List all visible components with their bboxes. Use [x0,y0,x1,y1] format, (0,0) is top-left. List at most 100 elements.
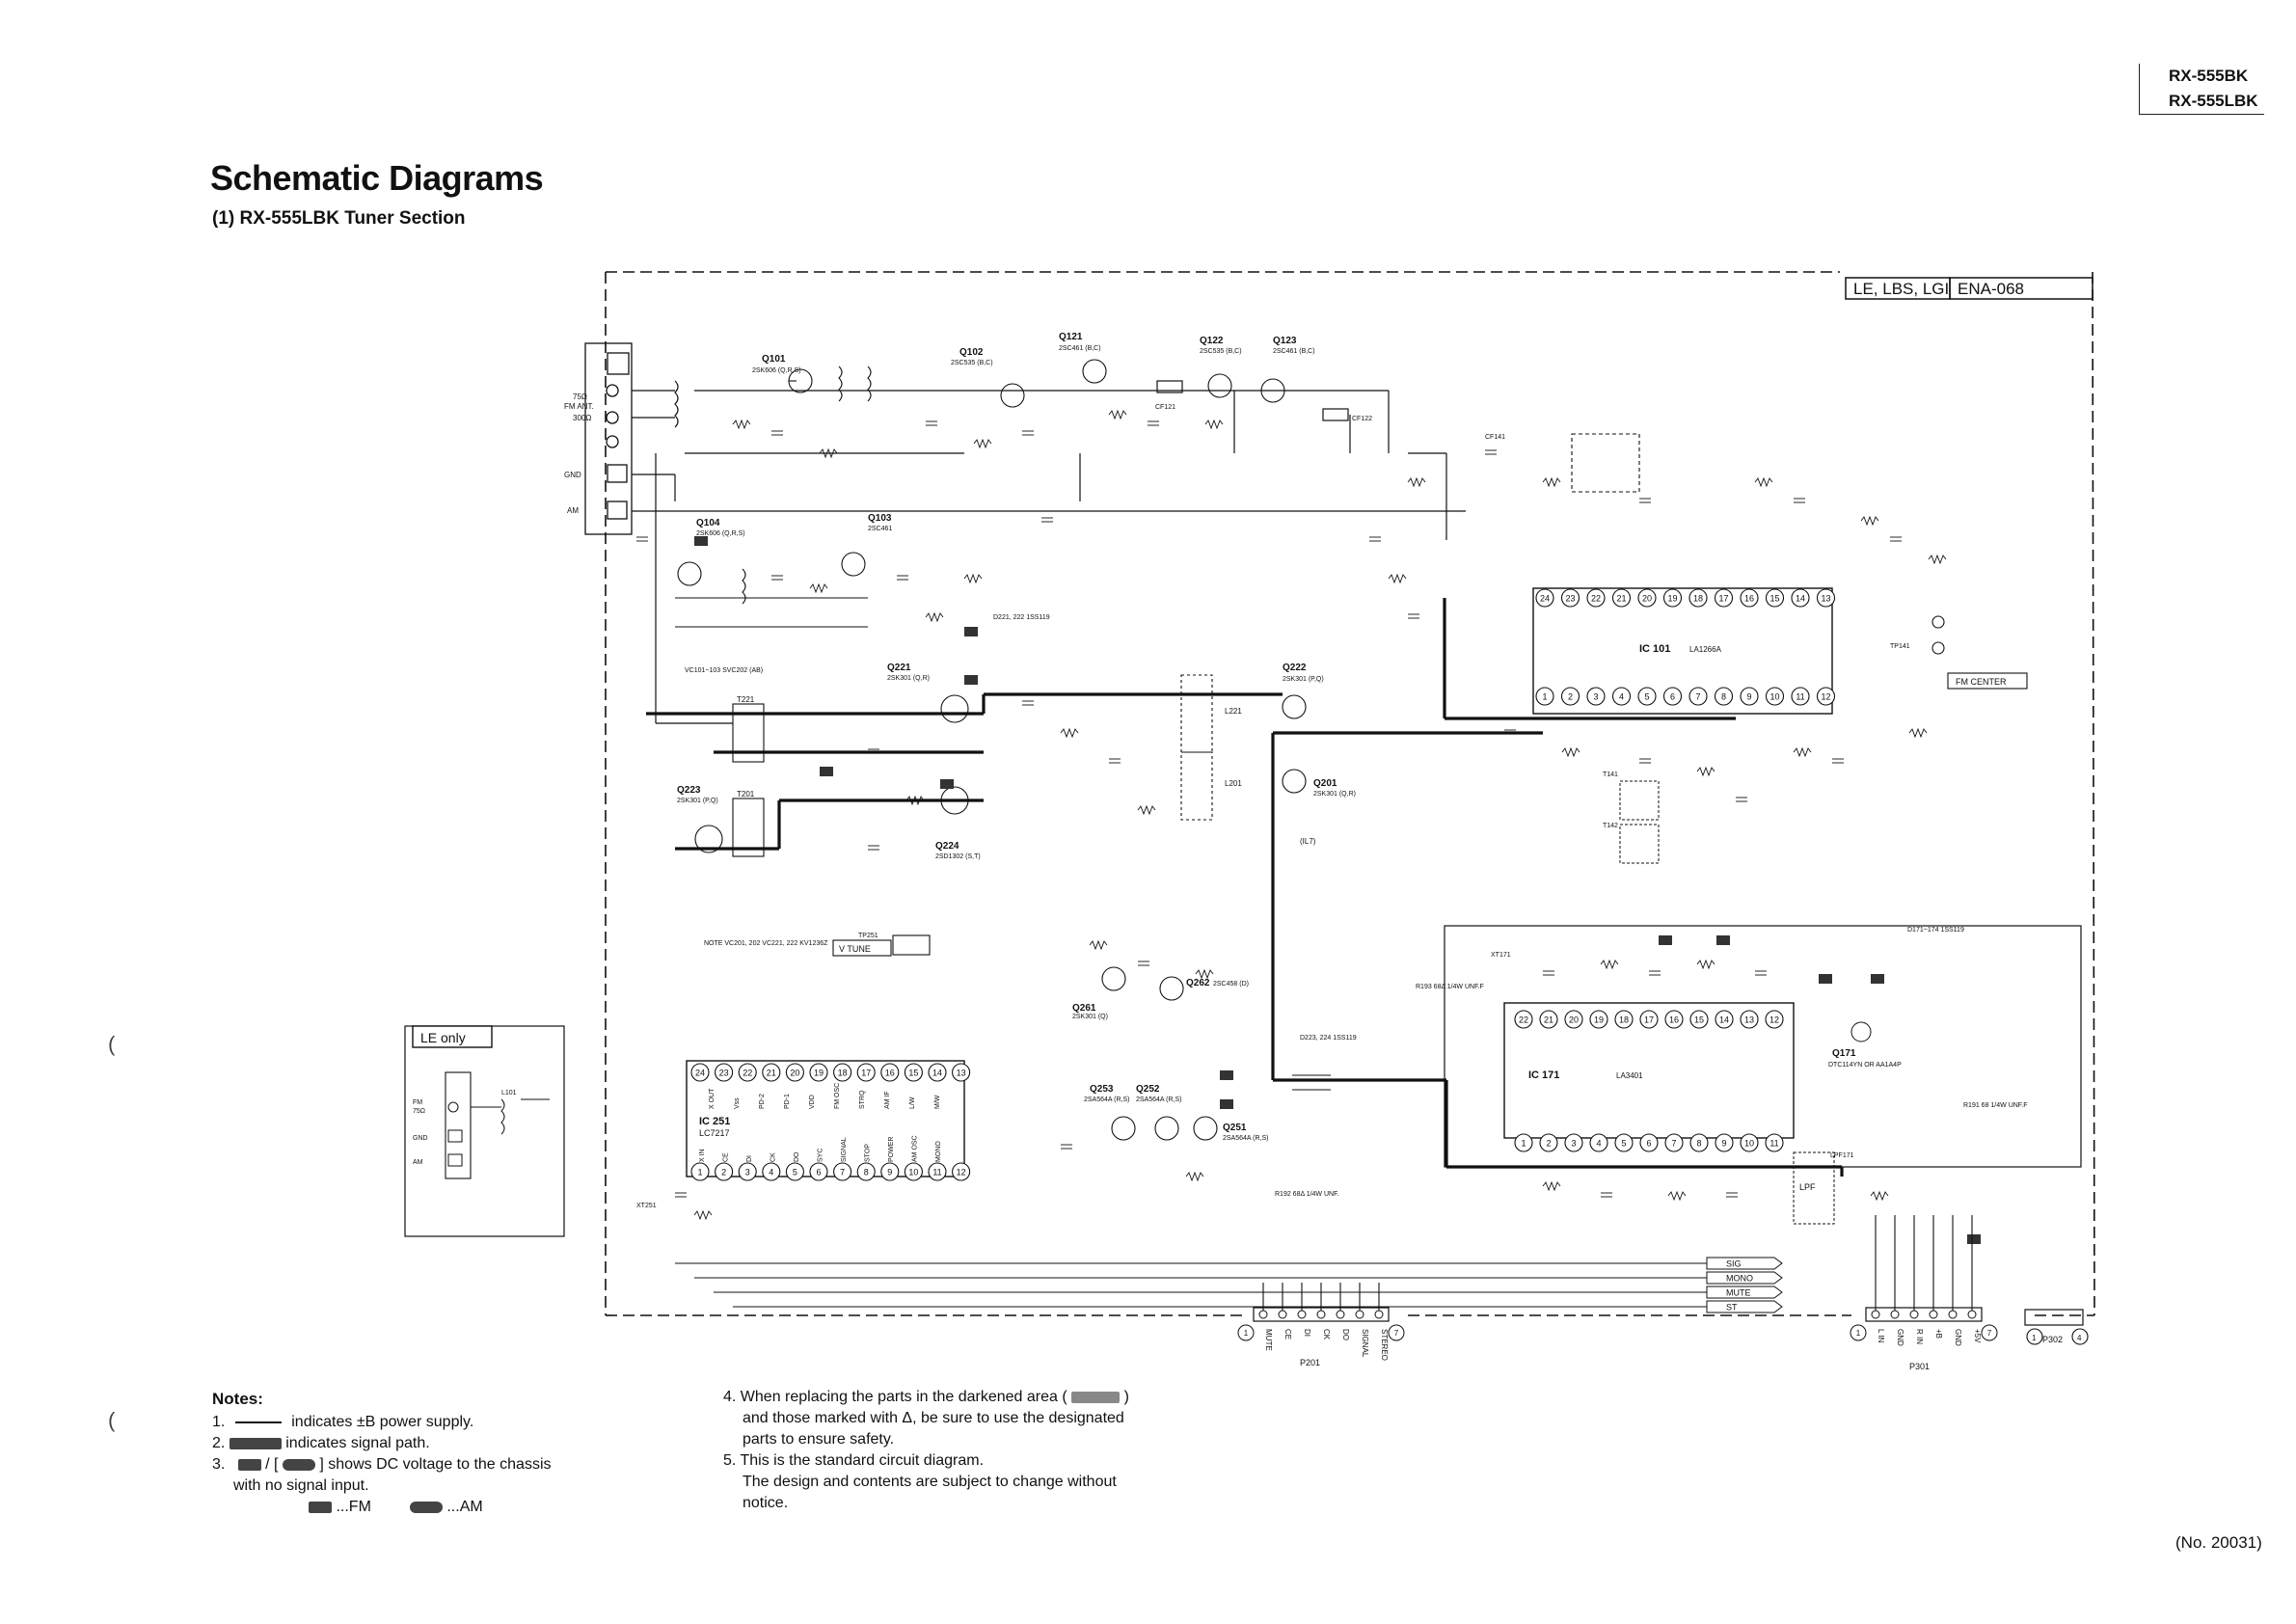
margin-tick-icon: ( [108,1408,116,1432]
resistor-icon [1542,1180,1561,1192]
ic101-pin: 13 [1821,594,1830,604]
connector-wiring [1262,1215,1973,1313]
p201-end-label: 7 [1394,1329,1399,1338]
ic101-pin-circle [1816,687,1836,706]
resistor-icon [1928,554,1947,565]
ic251-pin: 15 [908,1069,918,1078]
fm-rf-stage: T221 T201 Q221 2SK301 (Q,R) Q224 2SD1302… [677,536,1050,860]
q223-type: 2SK301 (Q,R) [1313,791,1356,798]
ic171-pin-circle [1614,1133,1634,1152]
ic251-pin: 24 [695,1069,705,1078]
ic251-pin-circle [809,1063,828,1082]
ic251-pin-label: DO [794,1151,800,1162]
d171-label: D171~174 1SS119 [1907,927,1964,934]
ic101-pin: 12 [1821,692,1830,702]
q123-label: Q123 [1273,336,1297,346]
q221-type: 2SK301 (Q,R) [887,675,930,682]
r193-label: R193 68Δ 1/4W UNF.F [1416,984,1484,990]
p201-pin [1374,1310,1384,1319]
q221-label: Q221 [887,663,911,673]
tp251-label: TP251 [858,933,878,939]
resistor-icon [819,447,838,459]
note-4d: parts to ensure safety. [743,1431,895,1448]
ic171-pin-circle [1539,1010,1558,1029]
ic251-pin-circle [952,1162,971,1181]
note-3-c: with no signal input. [233,1477,369,1494]
resistor-icon [1696,766,1715,777]
inset-am: AM [413,1159,423,1166]
q121-label: Q121 [1059,332,1083,342]
bus-tag [1706,1271,1783,1285]
ic101-pin: 1 [1542,692,1547,702]
resistor-icon [1137,804,1156,816]
ic101-pin: 3 [1593,692,1598,702]
ic101-pin-circle [1560,687,1580,706]
resistor-icon [1793,746,1812,758]
xt171-label: XT171 [1491,952,1511,959]
ic251-pin-circle [928,1063,947,1082]
page-title: Schematic Diagrams [210,158,544,198]
p201-pin-label: DI [1303,1329,1311,1337]
bus-label: MUTE [1726,1288,1751,1298]
r191-label: R191 68 1/4W UNF.F [1963,1102,2028,1109]
ic171-pin: 11 [1769,1139,1778,1149]
q262-type: 2SC458 (D) [1213,981,1249,988]
ic251-pin: 10 [908,1168,918,1177]
ic251-name: IC 251 [699,1116,730,1127]
p201-pin-label: STEREO [1380,1329,1389,1361]
l221-label: L221 [1225,707,1242,716]
ic171-pin: 19 [1594,1015,1604,1025]
q104-label: Q104 [696,518,720,528]
q252-type: 2SA564A (R,S) [1136,1096,1181,1103]
ic101-pin-circle [1765,588,1785,608]
page-subtitle: (1) RX-555LBK Tuner Section [212,208,466,229]
ic251-pin-label: X IN [699,1149,706,1162]
model-rx555bk: RX-555BK [2139,64,2264,89]
ic251-pin-label: SIGNAL [841,1137,848,1162]
ic251-pin-label: L/W [909,1096,916,1109]
notes-right: 4. When replacing the parts in the darke… [723,1387,1205,1514]
ic171-pin-circle [1589,1010,1608,1029]
ic251-pin-label: PD-1 [784,1094,791,1109]
ic251-pin-circle [833,1162,852,1181]
note-3-fm: ...FM [336,1499,371,1515]
q261-label: Q261 [1072,1003,1096,1014]
resistor-icon [732,419,751,430]
q171-label: Q171 [1832,1048,1856,1059]
p301-pin [1967,1310,1977,1319]
ic171-pin-circle [1589,1133,1608,1152]
ic171-pin: 5 [1621,1139,1626,1149]
note-2-text: indicates signal path. [285,1435,430,1451]
note-4a-text: 4. When replacing the parts in the darke… [723,1389,1067,1405]
am-label: AM [567,506,579,515]
p201-pin [1297,1310,1307,1319]
note-5c: notice. [743,1495,789,1511]
q101-stage: Q101 2SK606 (Q,R,S) [752,354,872,402]
q251-label: Q251 [1223,1123,1247,1133]
cf121-label: CF121 [1155,404,1175,411]
ic171-pin: 16 [1669,1015,1679,1025]
ic101-pin: 14 [1796,594,1805,604]
ic251-pin: 5 [793,1168,797,1177]
resistor-icon [1407,476,1426,488]
ic171-pin: 8 [1696,1139,1701,1149]
resistor-icon [1860,515,1879,527]
note-4b-text: ) [1123,1389,1129,1405]
ic251-pin-label: SYC [818,1149,824,1162]
ohm300-label: 300Ω [573,414,591,422]
q122-stage: Q122 2SC535 (B,C) Q123 2SC461 (B,C) CF12… [1200,336,1372,422]
ic171-pin-circle [1639,1133,1659,1152]
p301-pin [1948,1310,1958,1319]
ic101-pin: 24 [1540,594,1550,604]
ic101-pin: 19 [1667,594,1677,604]
fm-ant-label: FM ANT. [564,402,594,411]
d223-label: D223, 224 1SS119 [1300,1035,1357,1042]
ic171-pin-circle [1715,1133,1734,1152]
resistor-icon [1388,573,1407,584]
ic171-pin-circle [1740,1133,1759,1152]
ic101-pin: 17 [1718,594,1728,604]
ic251-pin-circle [904,1162,923,1181]
